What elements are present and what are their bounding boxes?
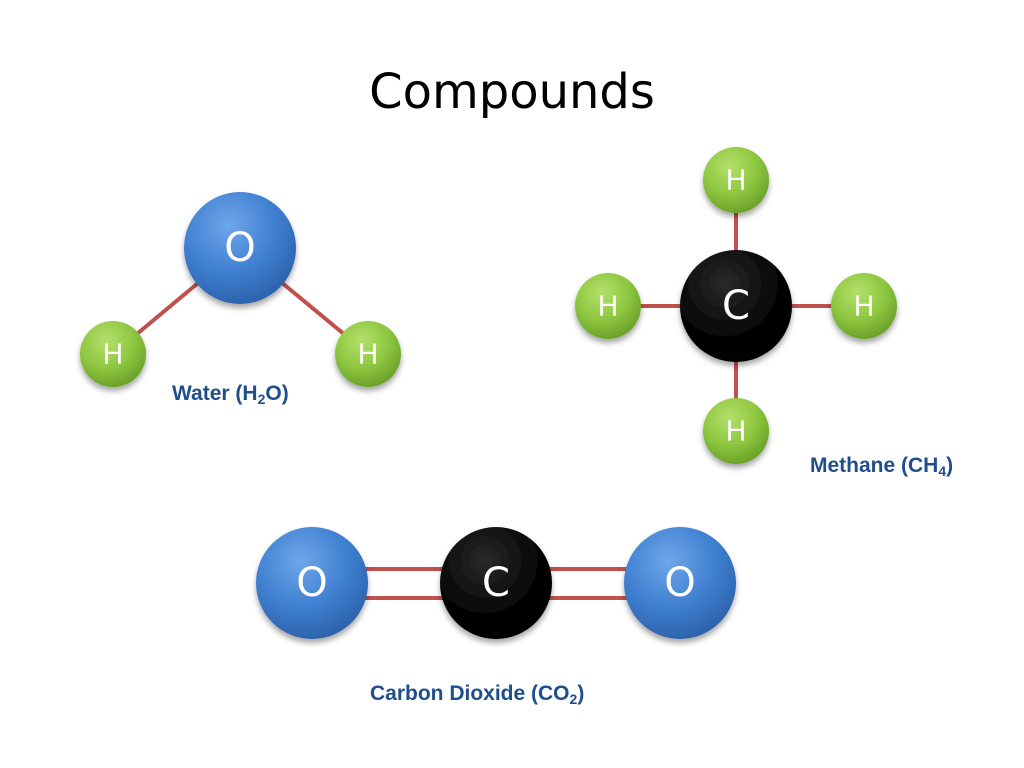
co2-carbon-atom (440, 527, 552, 639)
methane-carbon-atom (680, 250, 792, 362)
methane-caption: Methane (CH4) (810, 454, 954, 479)
co2-oxygen-label-left: O (296, 560, 327, 606)
water-oxygen-atom (184, 192, 296, 304)
slide-title: Compounds (369, 64, 655, 120)
methane-hydrogen-label-right: H (853, 290, 874, 323)
methane-hydrogen-label-left: H (597, 290, 618, 323)
water-oxygen-label: O (224, 225, 255, 271)
methane-hydrogen-atom-left (575, 273, 641, 339)
methane-hydrogen-atom-top (703, 147, 769, 213)
co2-oxygen-label-right: O (664, 560, 695, 606)
methane-caption-subscript: 4 (938, 463, 947, 479)
methane-hydrogen-label-top: H (725, 164, 746, 197)
methane-hydrogen-atom-right (831, 273, 897, 339)
co2-oxygen-atom-right (624, 527, 736, 639)
water-hydrogen-atom-right (335, 321, 401, 387)
carbon-dioxide-caption: Carbon Dioxide (CO2) (370, 682, 585, 707)
co2-carbon-label: C (482, 560, 510, 606)
water-caption: Water (H2O) (172, 382, 289, 407)
methane-hydrogen-label-bottom: H (725, 415, 746, 448)
water-hydrogen-label-right: H (357, 338, 378, 371)
water-molecule: O H H (80, 192, 401, 387)
co2-caption-subscript: 2 (569, 691, 578, 707)
water-caption-end: O) (265, 382, 289, 405)
carbon-dioxide-molecule: O C O (256, 527, 736, 639)
water-hydrogen-atom-left (80, 321, 146, 387)
water-hydrogen-label-left: H (102, 338, 123, 371)
co2-oxygen-atom-left (256, 527, 368, 639)
methane-carbon-label: C (722, 283, 750, 329)
water-caption-subscript: 2 (257, 391, 266, 407)
methane-caption-end: ) (946, 454, 954, 477)
methane-caption-main: Methane (CH (810, 454, 939, 477)
methane-molecule: C H H H H (575, 147, 897, 464)
co2-caption-main: Carbon Dioxide (CO (370, 682, 570, 705)
water-caption-main: Water (H (172, 382, 258, 405)
methane-hydrogen-atom-bottom (703, 398, 769, 464)
co2-caption-end: ) (577, 682, 585, 705)
